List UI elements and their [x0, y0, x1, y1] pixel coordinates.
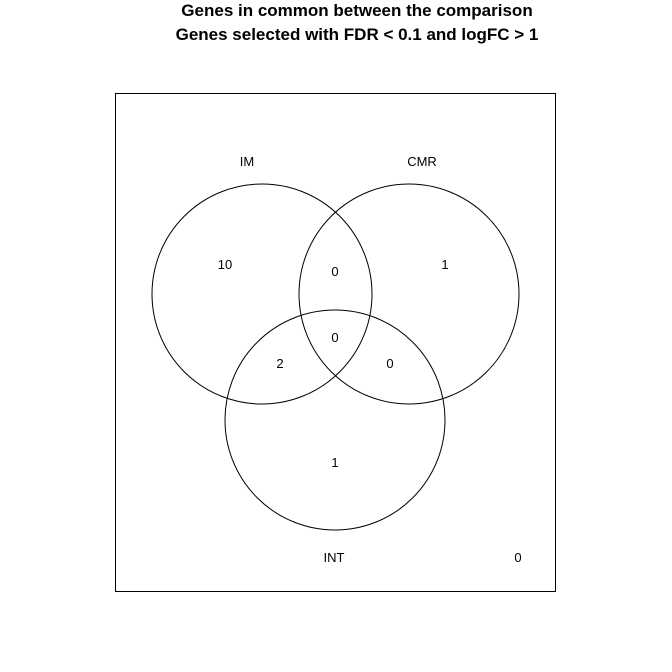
- count-outside: 0: [514, 550, 521, 565]
- count-cmr-only: 1: [441, 257, 448, 272]
- count-cmr-int: 0: [386, 356, 393, 371]
- count-im-only: 10: [218, 257, 232, 272]
- circle-int: [224, 309, 446, 531]
- count-im-cmr: 0: [331, 264, 338, 279]
- plot-frame: [115, 93, 556, 592]
- count-im-int: 2: [276, 356, 283, 371]
- set-label-int: INT: [324, 550, 345, 565]
- set-label-cmr: CMR: [407, 154, 437, 169]
- diagram-subtitle: Genes selected with FDR < 0.1 and logFC …: [175, 25, 539, 44]
- diagram-title: Genes in common between the comparison: [181, 1, 533, 20]
- count-all-three: 0: [331, 330, 338, 345]
- circle-im: [151, 183, 373, 405]
- circle-cmr: [298, 183, 520, 405]
- count-int-only: 1: [331, 455, 338, 470]
- set-label-im: IM: [240, 154, 254, 169]
